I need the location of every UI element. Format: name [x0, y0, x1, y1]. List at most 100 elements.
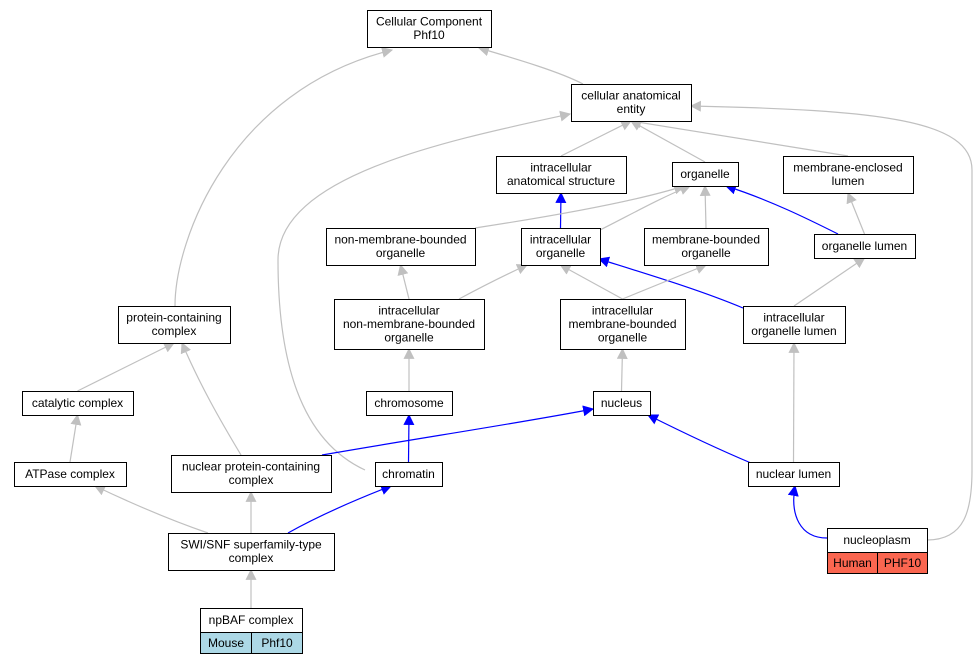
node-chromosome[interactable]: chromosome [366, 391, 453, 416]
node-box [367, 10, 492, 48]
node-chromatin[interactable]: chromatin [375, 462, 443, 487]
node-label-line: entity [617, 102, 646, 116]
edge-swisnf-to-chromatin [287, 484, 393, 534]
node-label-line: organelle [384, 330, 434, 344]
node-label-line: nuclear protein-containing [182, 460, 320, 474]
node-intracellular-non-membrane-bounded-organelle[interactable]: intracellularnon-membrane-boundedorganel… [334, 299, 485, 350]
node-box [644, 228, 769, 266]
edge-cae-to-root [477, 45, 584, 85]
species-label: Mouse [208, 636, 244, 650]
gene-label: PHF10 [884, 556, 922, 570]
node-label-line: intracellular [763, 311, 824, 325]
edge-npcc-to-pcc [180, 341, 242, 456]
node-label-line: non-membrane-bounded [334, 233, 466, 247]
gene-label: Phf10 [261, 636, 293, 650]
edge-nucleoplasm-to-nl [787, 484, 828, 539]
node-box [118, 306, 231, 344]
gene-tag: Phf10 [251, 632, 303, 654]
node-organelle-lumen[interactable]: organelle lumen [814, 234, 916, 259]
node-label-line: cellular anatomical [581, 89, 680, 103]
node-label-line: intracellular [378, 303, 439, 317]
node-box [560, 299, 686, 350]
gene-tag: PHF10 [877, 552, 928, 574]
node-label-line: organelle [376, 246, 426, 260]
edge-swisnf-to-atpase [94, 485, 209, 534]
edge-inmbo-to-nmbo [397, 263, 410, 300]
edge-organelle-to-cae [630, 120, 706, 163]
edge-nl-to-nucleus [647, 414, 752, 464]
node-box [366, 391, 453, 416]
node-label-line: organelle [598, 330, 648, 344]
edge-nl-to-iol [788, 341, 800, 463]
node-label-line: chromatin [382, 467, 435, 481]
node-label-line: nucleus [601, 396, 642, 410]
node-label-line: nuclear lumen [756, 467, 831, 481]
node-box [496, 156, 627, 194]
edge-chromatin-to-chromosome [403, 413, 415, 463]
node-nuclear-lumen[interactable]: nuclear lumen [748, 462, 840, 487]
node-box [22, 391, 134, 416]
node-box [326, 228, 476, 266]
node-label-line: organelle [536, 246, 586, 260]
edge-nucleoplasm-to-cae [689, 100, 973, 541]
node-box [814, 234, 916, 259]
node-box [14, 462, 127, 487]
node-box [375, 462, 443, 487]
node-label-line: complex [229, 473, 274, 487]
edge-iol-to-io [597, 256, 744, 309]
node-label-line: organelle lumen [822, 239, 907, 253]
node-organelle[interactable]: organelle [672, 162, 739, 187]
node-label-line: anatomical structure [507, 174, 615, 188]
node-box [827, 528, 928, 553]
node-label-line: membrane-bounded [652, 233, 760, 247]
species-tag: Mouse [200, 632, 252, 654]
node-label-line: Cellular Component [376, 15, 483, 29]
node-label-line: complex [229, 551, 274, 565]
edge-chromatin-to-cae [277, 110, 572, 471]
edge-mel-to-cae [629, 117, 849, 157]
node-nucleus[interactable]: nucleus [593, 391, 651, 416]
edge-imbo-to-io [559, 264, 623, 300]
node-label-line: intracellular [530, 233, 591, 247]
edge-atpase-to-cc [69, 413, 82, 463]
edge-npcc-to-nucleus [321, 405, 595, 456]
node-label-line: non-membrane-bounded [343, 317, 475, 331]
node-label-line: organelle [680, 167, 730, 181]
edge-nucleus-to-imbo [616, 347, 628, 392]
node-label-line: intracellular [592, 303, 653, 317]
node-label-line: ATPase complex [25, 467, 115, 481]
edge-ol-to-mel [846, 191, 866, 235]
node-box [593, 391, 651, 416]
node-label-line: nucleoplasm [843, 533, 910, 547]
edge-mbo-to-organelle [699, 184, 711, 229]
node-label-line: membrane-enclosed [793, 161, 902, 175]
edge-pcc-to-root [174, 47, 394, 307]
node-box [168, 533, 335, 571]
species-label: Human [833, 556, 872, 570]
node-label-line: protein-containing [126, 311, 221, 325]
node-catalytic-complex[interactable]: catalytic complex [22, 391, 134, 416]
node-box [783, 156, 914, 194]
node-box [334, 299, 485, 350]
node-box [171, 455, 332, 493]
node-label-line: catalytic complex [32, 396, 123, 410]
node-label-line: Phf10 [413, 28, 445, 42]
node-box [743, 306, 846, 344]
node-atpase-complex[interactable]: ATPase complex [14, 462, 127, 487]
